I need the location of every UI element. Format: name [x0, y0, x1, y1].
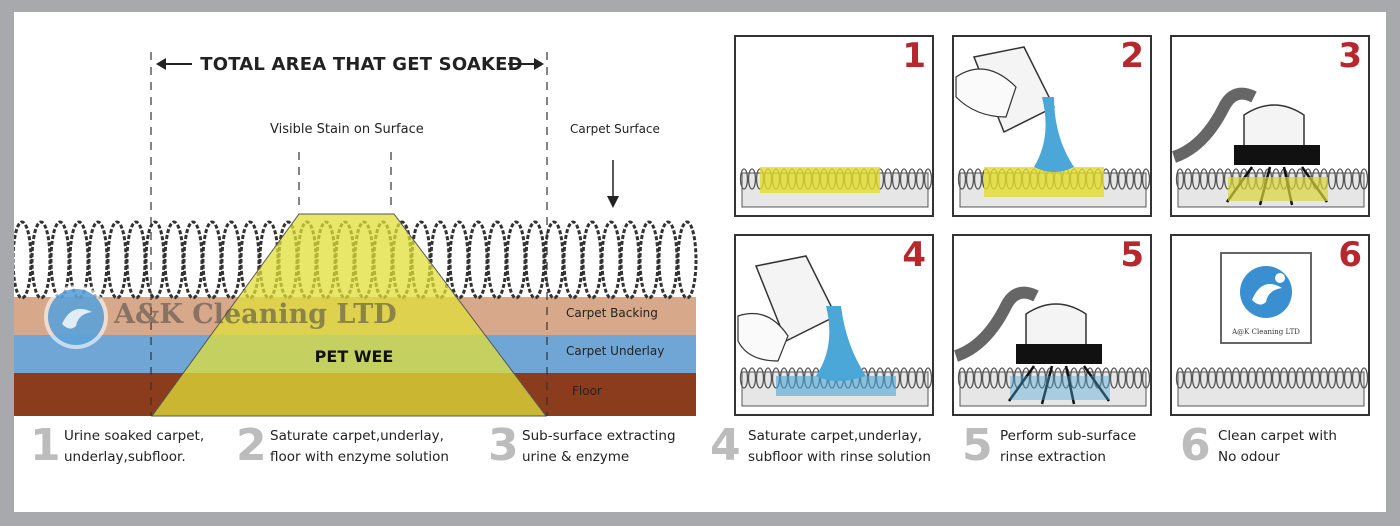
step-number: 6 [1180, 420, 1211, 471]
step-number: 1 [30, 420, 61, 471]
panel-number: 2 [1120, 36, 1144, 76]
step-line-1: Perform sub-surface [1000, 428, 1137, 444]
carpet-cross-section [14, 52, 698, 417]
water-drop-logo-icon [44, 285, 108, 349]
stain-area [151, 213, 548, 417]
water-drop-icon [1240, 266, 1292, 318]
step-panel-4: 4 [734, 234, 934, 416]
title-right-arrowhead [534, 58, 544, 70]
panel-number: 6 [1338, 235, 1362, 275]
visible-stain-label: Visible Stain on Surface [270, 122, 424, 137]
step-line-2: No odour [1218, 449, 1280, 465]
panel-number: 1 [902, 36, 926, 76]
panel-number: 4 [902, 235, 926, 275]
step-panel-2: 2 [952, 35, 1152, 217]
step-line-2: rinse extraction [1000, 449, 1106, 465]
step-line-1: Saturate carpet,underlay, [270, 428, 444, 444]
panel-4-illustration [737, 255, 932, 407]
step-line-1: Urine soaked carpet, [64, 428, 205, 444]
step-line-1: Saturate carpet,underlay, [748, 428, 922, 444]
diagram-title: TOTAL AREA THAT GET SOAKED [200, 54, 523, 75]
step-line-2: subfloor with rinse solution [748, 449, 931, 465]
step-panel-5: 5 [952, 234, 1152, 416]
carpet-surface-label: Carpet Surface [570, 122, 660, 136]
step-number: 4 [710, 420, 741, 471]
carpet-surface-arrowhead [607, 196, 619, 208]
step-number: 2 [236, 420, 267, 471]
pet-wee-label: PET WEE [314, 347, 394, 366]
panel-3-illustration [1172, 87, 1368, 208]
step-panel-6: A@K Cleaning LTD 6 [1170, 234, 1370, 416]
panel-number: 5 [1120, 235, 1144, 275]
carpet-backing-label: Carpet Backing [566, 306, 658, 320]
panel-6-illustration [1175, 367, 1368, 407]
step-panel-1: 1 [734, 35, 934, 217]
panel-1-illustration [739, 167, 932, 208]
watermark-text: A&K Cleaning LTD [114, 299, 397, 330]
panel-number: 3 [1338, 36, 1362, 76]
title-row: TOTAL AREA THAT GET SOAKED [164, 54, 559, 80]
step-line-2: underlay,subfloor. [64, 449, 186, 465]
step-line-1: Sub-surface extracting [522, 428, 676, 444]
panel-2-illustration [955, 46, 1150, 208]
step-line-2: floor with enzyme solution [270, 449, 449, 465]
step-line-1: Clean carpet with [1218, 428, 1337, 444]
title-left-arrowhead [156, 58, 166, 70]
floor-label: Floor [572, 384, 602, 398]
company-logo: A@K Cleaning LTD [1220, 252, 1312, 344]
panel-5-illustration [954, 286, 1150, 407]
step-panel-3: 3 [1170, 35, 1370, 217]
step-line-2: urine & enzyme [522, 449, 630, 465]
infographic-card: TOTAL AREA THAT GET SOAKED Visible Stain… [14, 12, 1386, 512]
company-logo-text: A@K Cleaning LTD [1232, 328, 1300, 336]
step-number: 5 [962, 420, 993, 471]
step-number: 3 [488, 420, 519, 471]
carpet-underlay-label: Carpet Underlay [566, 344, 665, 358]
